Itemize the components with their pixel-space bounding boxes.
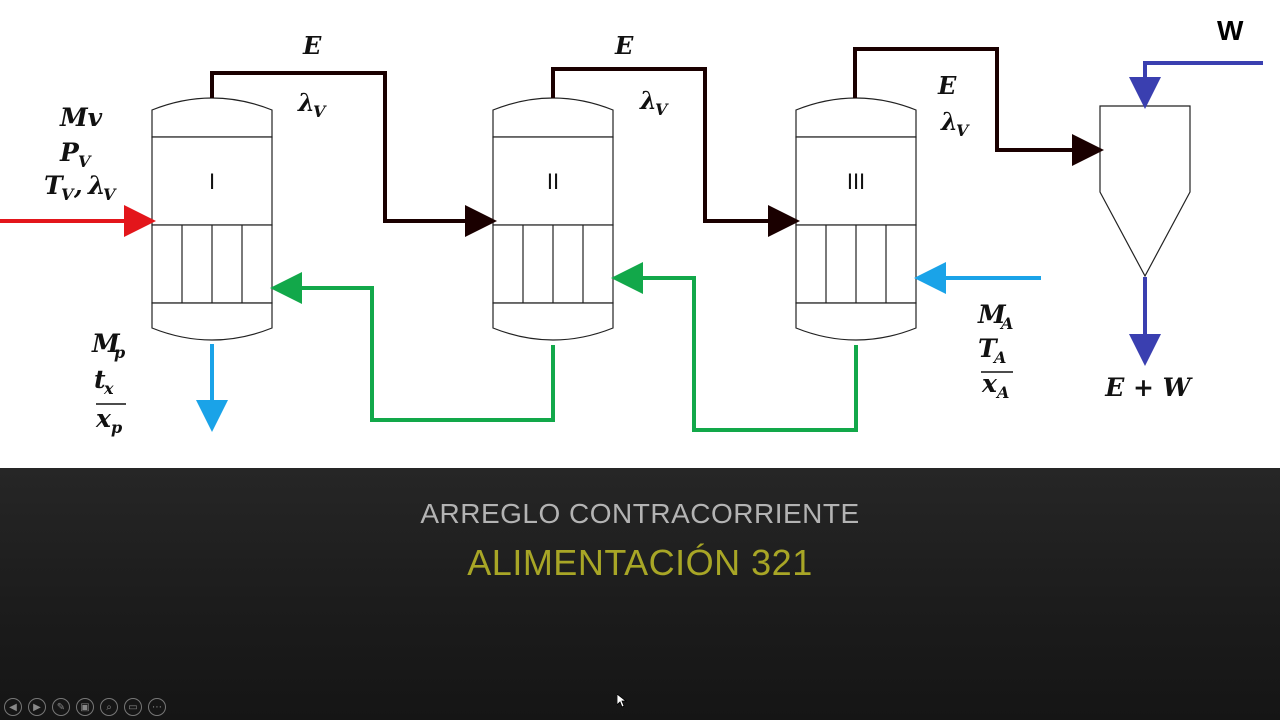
subtitles-button[interactable]: ▭ xyxy=(124,698,142,716)
slide-title: ALIMENTACIÓN 321 xyxy=(467,542,813,583)
evaporator-effect-1 xyxy=(151,97,273,341)
product-concentration-label: x p xyxy=(95,403,126,437)
steam-temperature-latent-heat-label: T V , λ V xyxy=(44,171,117,204)
svg-text:A: A xyxy=(995,383,1009,402)
svg-text:T: T xyxy=(44,171,65,200)
cooling-water-label: W xyxy=(1217,15,1244,46)
condenser xyxy=(1099,105,1191,278)
svg-text:A: A xyxy=(999,314,1013,333)
mouse-cursor-icon xyxy=(617,694,627,708)
svg-text:p: p xyxy=(114,343,125,362)
svg-text:M: M xyxy=(977,300,1007,329)
svg-text:A: A xyxy=(992,348,1006,367)
more-options-button[interactable]: ⋯ xyxy=(148,698,166,716)
evaporator-effect-3 xyxy=(795,97,917,341)
vapor-label-e-3: E xyxy=(937,71,957,100)
vapor-label-lambda-1: λ V xyxy=(297,88,327,121)
svg-text:x: x xyxy=(95,404,112,433)
liquid-line-3-to-2 xyxy=(611,262,858,432)
steam-mass-label: Mv xyxy=(59,103,103,132)
svg-text:V: V xyxy=(313,102,327,121)
feed-mass-label: M A xyxy=(977,300,1013,333)
presentation-toolbar: ◀ ▶ ✎ ▣ ⌕ ▭ ⋯ xyxy=(4,698,166,716)
vapor-line-1-to-2 xyxy=(210,71,497,237)
feed-temperature-label: T A xyxy=(978,334,1006,367)
previous-slide-button[interactable]: ◀ xyxy=(4,698,22,716)
feed-concentration-label: x A xyxy=(981,369,1013,402)
effect-1-label: I xyxy=(209,169,215,194)
svg-text:x: x xyxy=(103,379,114,398)
svg-text:λ: λ xyxy=(940,107,958,136)
svg-text:V: V xyxy=(78,152,92,171)
zoom-button[interactable]: ⌕ xyxy=(100,698,118,716)
next-slide-button[interactable]: ▶ xyxy=(28,698,46,716)
svg-text:V: V xyxy=(956,121,970,140)
product-mass-label: M p xyxy=(91,329,125,362)
svg-text:V: V xyxy=(655,100,669,119)
vapor-label-e-2: E xyxy=(614,31,634,60)
svg-text:λ: λ xyxy=(639,86,657,115)
vapor-label-lambda-3: λ V xyxy=(940,107,970,140)
vapor-line-2-to-3 xyxy=(551,67,800,237)
svg-text:V: V xyxy=(103,185,117,204)
pen-tool-button[interactable]: ✎ xyxy=(52,698,70,716)
vapor-label-lambda-2: λ V xyxy=(639,86,669,119)
slide-caption-panel: ARREGLO CONTRACORRIENTE ALIMENTACIÓN 321 xyxy=(0,468,1280,720)
product-temperature-label: t x xyxy=(94,365,114,398)
steam-pressure-label: P V xyxy=(59,138,92,171)
see-all-slides-button[interactable]: ▣ xyxy=(76,698,94,716)
liquid-line-2-to-1 xyxy=(270,272,555,422)
effect-3-label: III xyxy=(847,169,865,194)
evaporator-effect-2 xyxy=(492,97,614,341)
condenser-outlet-label: E + W xyxy=(1104,373,1193,402)
svg-text:T: T xyxy=(978,334,999,363)
slide-subtitle: ARREGLO CONTRACORRIENTE xyxy=(420,498,860,529)
svg-text:λ: λ xyxy=(297,88,315,117)
svg-text:V: V xyxy=(61,185,75,204)
cooling-water-inlet-arrow xyxy=(1129,61,1263,109)
svg-text:x: x xyxy=(981,369,998,398)
svg-text:p: p xyxy=(111,418,122,437)
evaporator-diagram: I II III E λ V xyxy=(0,15,1263,437)
svg-text:M: M xyxy=(91,329,121,358)
vapor-line-3-to-condenser xyxy=(853,47,1104,166)
effect-2-label: II xyxy=(547,169,559,194)
vapor-label-e-1: E xyxy=(302,31,322,60)
svg-text:t: t xyxy=(94,365,106,394)
svg-text:,: , xyxy=(73,171,83,200)
slide-diagram-area: I II III E λ V xyxy=(0,0,1280,468)
svg-text:P: P xyxy=(59,138,80,167)
svg-text:λ: λ xyxy=(87,171,106,200)
